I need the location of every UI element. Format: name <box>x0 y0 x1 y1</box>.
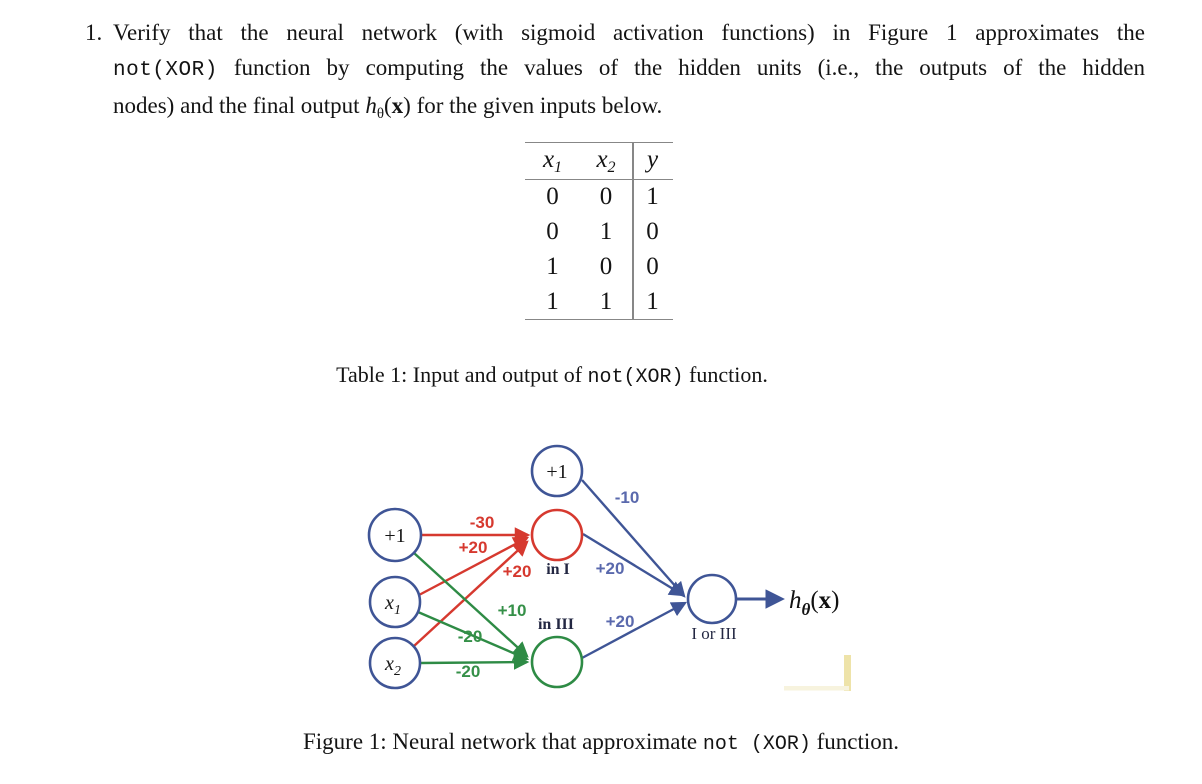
hidden2-annotation: in III <box>538 616 574 633</box>
problem-statement: Verify that the neural network (with sig… <box>113 15 1145 132</box>
hidden1-annotation: in I <box>546 561 570 578</box>
node-x2 <box>368 636 422 690</box>
table-vertical-rule <box>632 143 634 319</box>
table-caption: Table 1: Input and output of not(XOR) fu… <box>336 362 768 389</box>
node-bias-output <box>530 444 584 498</box>
x1-label: x1 <box>384 592 401 618</box>
table-row: 0 1 0 <box>546 218 659 246</box>
header-y: y <box>646 145 659 173</box>
table-row: 1 1 1 <box>546 287 659 315</box>
table-row: 0 0 1 <box>546 183 659 211</box>
bias-hidden-label: +1 <box>384 525 405 547</box>
weight-h1-out: +20 <box>596 559 625 578</box>
figure-caption: Figure 1: Neural network that approximat… <box>302 729 899 756</box>
edge-x1-to-hidden1 <box>418 536 530 597</box>
weight-x2-h1: +20 <box>503 562 532 581</box>
weight-bias-h2: +10 <box>498 601 527 620</box>
notxor-code: not(XOR) <box>113 59 218 82</box>
highlight-mark-vertical <box>844 655 851 691</box>
edge-hidden2-to-output <box>581 601 688 660</box>
table-header-row: x1 x2 y <box>525 143 673 180</box>
edge-x2-to-hidden2 <box>420 654 530 670</box>
truth-table: x1 x2 y 0 0 1 0 1 0 1 0 0 1 1 1 <box>525 142 673 320</box>
edge-x2-to-hidden1 <box>413 540 529 647</box>
header-x1: x1 <box>542 145 563 176</box>
weight-x1-h1: +20 <box>459 538 488 557</box>
problem-line-1: Verify that the neural network (with sig… <box>113 20 1145 45</box>
edge-bias2-to-output <box>581 479 686 598</box>
edge-bias-to-hidden2 <box>413 552 529 658</box>
problem-line-2: not(XOR) function by computing the value… <box>113 55 1145 82</box>
weight-x1-h2: -20 <box>458 627 483 646</box>
node-x1 <box>368 575 422 629</box>
h-theta-x-output: hθ(x) <box>789 587 839 619</box>
node-hidden1 <box>530 508 584 562</box>
notxor-code: not(XOR) <box>587 366 684 389</box>
problem-number: 1. <box>85 20 103 45</box>
weight-h2-out: +20 <box>606 612 635 631</box>
table-row: 1 0 0 <box>546 252 659 280</box>
weight-bias-out: -10 <box>615 488 640 507</box>
neural-network-figure: +1 +1 x1 x2 -30 +20 +20 +10 -20 -20 -10 … <box>360 435 860 700</box>
x2-label: x2 <box>384 653 401 679</box>
problem-line-3: nodes) and the final output hθ(x) for th… <box>113 93 663 122</box>
node-output <box>686 573 738 625</box>
header-x2: x2 <box>596 145 616 176</box>
node-bias-hidden <box>367 507 423 563</box>
notxor-code: not (XOR) <box>702 733 811 756</box>
edge-hidden1-to-output <box>582 532 685 597</box>
h-theta-x-math: hθ(x) <box>365 93 411 122</box>
highlight-mark-horizontal <box>784 686 849 691</box>
weight-x2-h2: -20 <box>456 662 481 681</box>
output-annotation: I or III <box>691 624 737 643</box>
weight-bias-h1: -30 <box>470 513 495 532</box>
edge-x1-to-hidden2 <box>417 610 530 661</box>
node-hidden2 <box>530 635 584 689</box>
bias-output-label: +1 <box>546 461 567 483</box>
